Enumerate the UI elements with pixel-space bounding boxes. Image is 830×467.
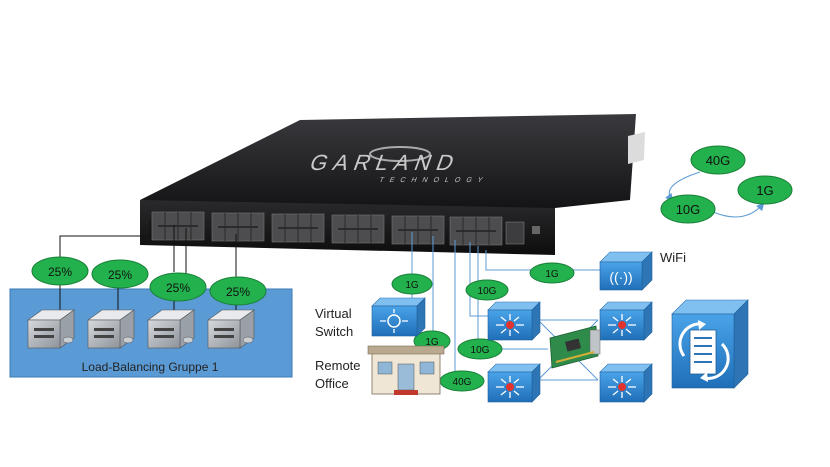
console-port bbox=[532, 226, 540, 234]
link-speed-oval bbox=[529, 262, 575, 284]
share-label: 25% bbox=[226, 285, 250, 299]
sfp-port-row bbox=[151, 211, 503, 246]
l3-switch-icon bbox=[487, 363, 541, 403]
link-speed-oval bbox=[391, 273, 433, 295]
brand-logo-icon bbox=[369, 146, 431, 162]
switch-brand: GARLAND bbox=[306, 150, 463, 175]
virtual-switch-label-line2: Switch bbox=[315, 324, 353, 339]
lb-link-1 bbox=[59, 220, 151, 262]
link-speed-remote-upper: 1G bbox=[425, 337, 439, 348]
load-balancing-group: Load-Balancing Gruppe 1 bbox=[9, 220, 293, 378]
link-speed-wifi: 1G bbox=[545, 269, 559, 280]
link-speed-cluster-upper: 10G bbox=[478, 286, 497, 297]
data-center-icon bbox=[671, 299, 749, 389]
speed-label-40g: 40G bbox=[706, 153, 731, 168]
share-label: 25% bbox=[166, 281, 190, 295]
server-icon bbox=[147, 309, 195, 349]
speed-label-10g: 10G bbox=[676, 202, 701, 217]
load-balancing-label: Load-Balancing Gruppe 1 bbox=[82, 360, 219, 374]
link-speed-remote-lower: 40G bbox=[453, 377, 472, 388]
link-speed-oval bbox=[465, 279, 509, 301]
share-label: 25% bbox=[48, 265, 72, 279]
wifi-icon: ((·)) bbox=[609, 269, 632, 285]
wifi-label: WiFi bbox=[660, 250, 686, 265]
speed-oval-1g bbox=[737, 175, 793, 205]
network-switch: GARLAND TECHNOLOGY bbox=[140, 114, 645, 255]
mgmt-port bbox=[505, 221, 525, 245]
share-oval bbox=[149, 272, 207, 302]
share-oval bbox=[91, 259, 149, 289]
wifi-access-point: ((·)) bbox=[599, 251, 653, 291]
remote-office-label-line1: Remote bbox=[315, 358, 361, 373]
server-icon bbox=[87, 309, 135, 349]
share-oval bbox=[209, 276, 267, 306]
share-oval bbox=[31, 256, 89, 286]
link-speed-cluster-lower: 10G bbox=[471, 345, 490, 356]
l3-switch-icon bbox=[599, 363, 653, 403]
server-icon bbox=[27, 309, 75, 349]
remote-office-building bbox=[367, 345, 445, 395]
share-label: 25% bbox=[108, 268, 132, 282]
link-speed-oval bbox=[457, 338, 503, 360]
speed-cycle: 40G 10G 1G bbox=[660, 145, 793, 224]
switch-brand-sub: TECHNOLOGY bbox=[378, 175, 490, 184]
switch-ear bbox=[628, 132, 645, 164]
l3-switch-icon bbox=[487, 301, 541, 341]
virtual-switch-icon bbox=[387, 314, 401, 328]
remote-office-label-line2: Office bbox=[315, 376, 349, 391]
server-icon bbox=[207, 309, 255, 349]
virtual-switch-label-line1: Virtual bbox=[315, 306, 352, 321]
virtual-switch-device bbox=[371, 297, 426, 337]
speed-label-1g: 1G bbox=[756, 183, 773, 198]
l3-switch-icon bbox=[599, 301, 653, 341]
speed-oval-40g bbox=[690, 145, 746, 175]
cycle-arrow bbox=[712, 202, 765, 218]
speed-oval-10g bbox=[660, 194, 716, 224]
cycle-arrow bbox=[665, 171, 701, 202]
network-card-icon bbox=[549, 325, 601, 369]
link-speed-virtual-switch: 1G bbox=[405, 280, 419, 291]
